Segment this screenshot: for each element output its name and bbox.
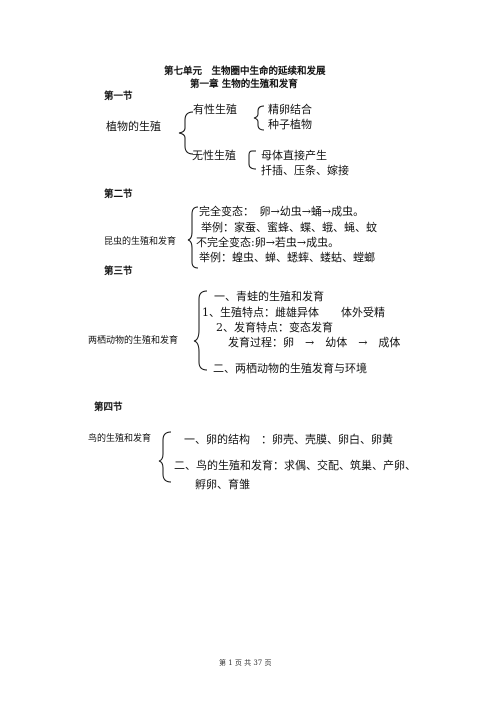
brace-plant-main bbox=[178, 111, 194, 155]
section-3-heading: 第三节 bbox=[104, 266, 133, 277]
brace-asexual bbox=[248, 150, 257, 170]
brace-bird bbox=[158, 431, 172, 483]
bird-line-3: 孵卵、育雏 bbox=[195, 478, 250, 491]
sexual-item-1: 精卵结合 bbox=[268, 103, 312, 116]
section-2-heading: 第二节 bbox=[104, 189, 133, 200]
asexual-reproduction-label: 无性生殖 bbox=[192, 149, 236, 162]
sexual-item-2: 种子植物 bbox=[268, 118, 312, 131]
unit-title: 第七单元 生物圈中生命的延续和发展 bbox=[164, 66, 326, 77]
bird-line-1: 一、卵的结构 ：卵壳、壳膜、卵白、卵黄 bbox=[184, 433, 393, 446]
asexual-item-2: 扦插、压条、嫁接 bbox=[261, 164, 349, 177]
amphibian-line-2: 1、生殖特点：雌雄异体 体外受精 bbox=[202, 306, 385, 319]
brace-sexual bbox=[253, 105, 265, 131]
bird-line-2: 二、鸟的生殖和发育：求偶、交配、筑巢、产卵、 bbox=[174, 459, 416, 472]
section-1-heading: 第一节 bbox=[104, 91, 133, 102]
amphibian-line-5: 二、两栖动物的生殖发育与环境 bbox=[213, 362, 367, 375]
sexual-reproduction-label: 有性生殖 bbox=[193, 103, 237, 116]
asexual-item-1: 母体直接产生 bbox=[261, 149, 327, 162]
brace-amphibian bbox=[193, 290, 208, 371]
amphibian-line-3: 2、发育特点：变态发育 bbox=[216, 321, 333, 334]
chapter-title: 第一章 生物的生殖和发育 bbox=[190, 79, 298, 90]
insect-line-1: 完全变态： 卵→幼虫→蛹→成虫。 bbox=[199, 205, 365, 218]
amphibian-line-1: 一、青蛙的生殖和发育 bbox=[214, 290, 324, 303]
plant-reproduction-topic: 植物的生殖 bbox=[106, 120, 161, 133]
amphibian-reproduction-topic: 两栖动物的生殖和发育 bbox=[88, 336, 179, 346]
insect-line-3: 不完全变态:卵→若虫→成虫。 bbox=[196, 236, 340, 249]
section-4-heading: 第四节 bbox=[94, 402, 123, 413]
insect-line-2: 举例：家蚕、蜜蜂、蝶、蛾、蝇、蚊 bbox=[201, 221, 377, 234]
amphibian-line-4: 发育过程：卵 → 幼体 → 成体 bbox=[228, 336, 401, 349]
bird-reproduction-topic: 鸟的生殖和发育 bbox=[88, 434, 152, 444]
page-footer: 第 1 页 共 37 页 bbox=[219, 659, 272, 667]
insect-line-4: 举例：蝗虫、蝉、蟋蟀、蝼蛄、螳螂 bbox=[199, 251, 375, 264]
insect-reproduction-topic: 昆虫的生殖和发育 bbox=[104, 237, 177, 247]
